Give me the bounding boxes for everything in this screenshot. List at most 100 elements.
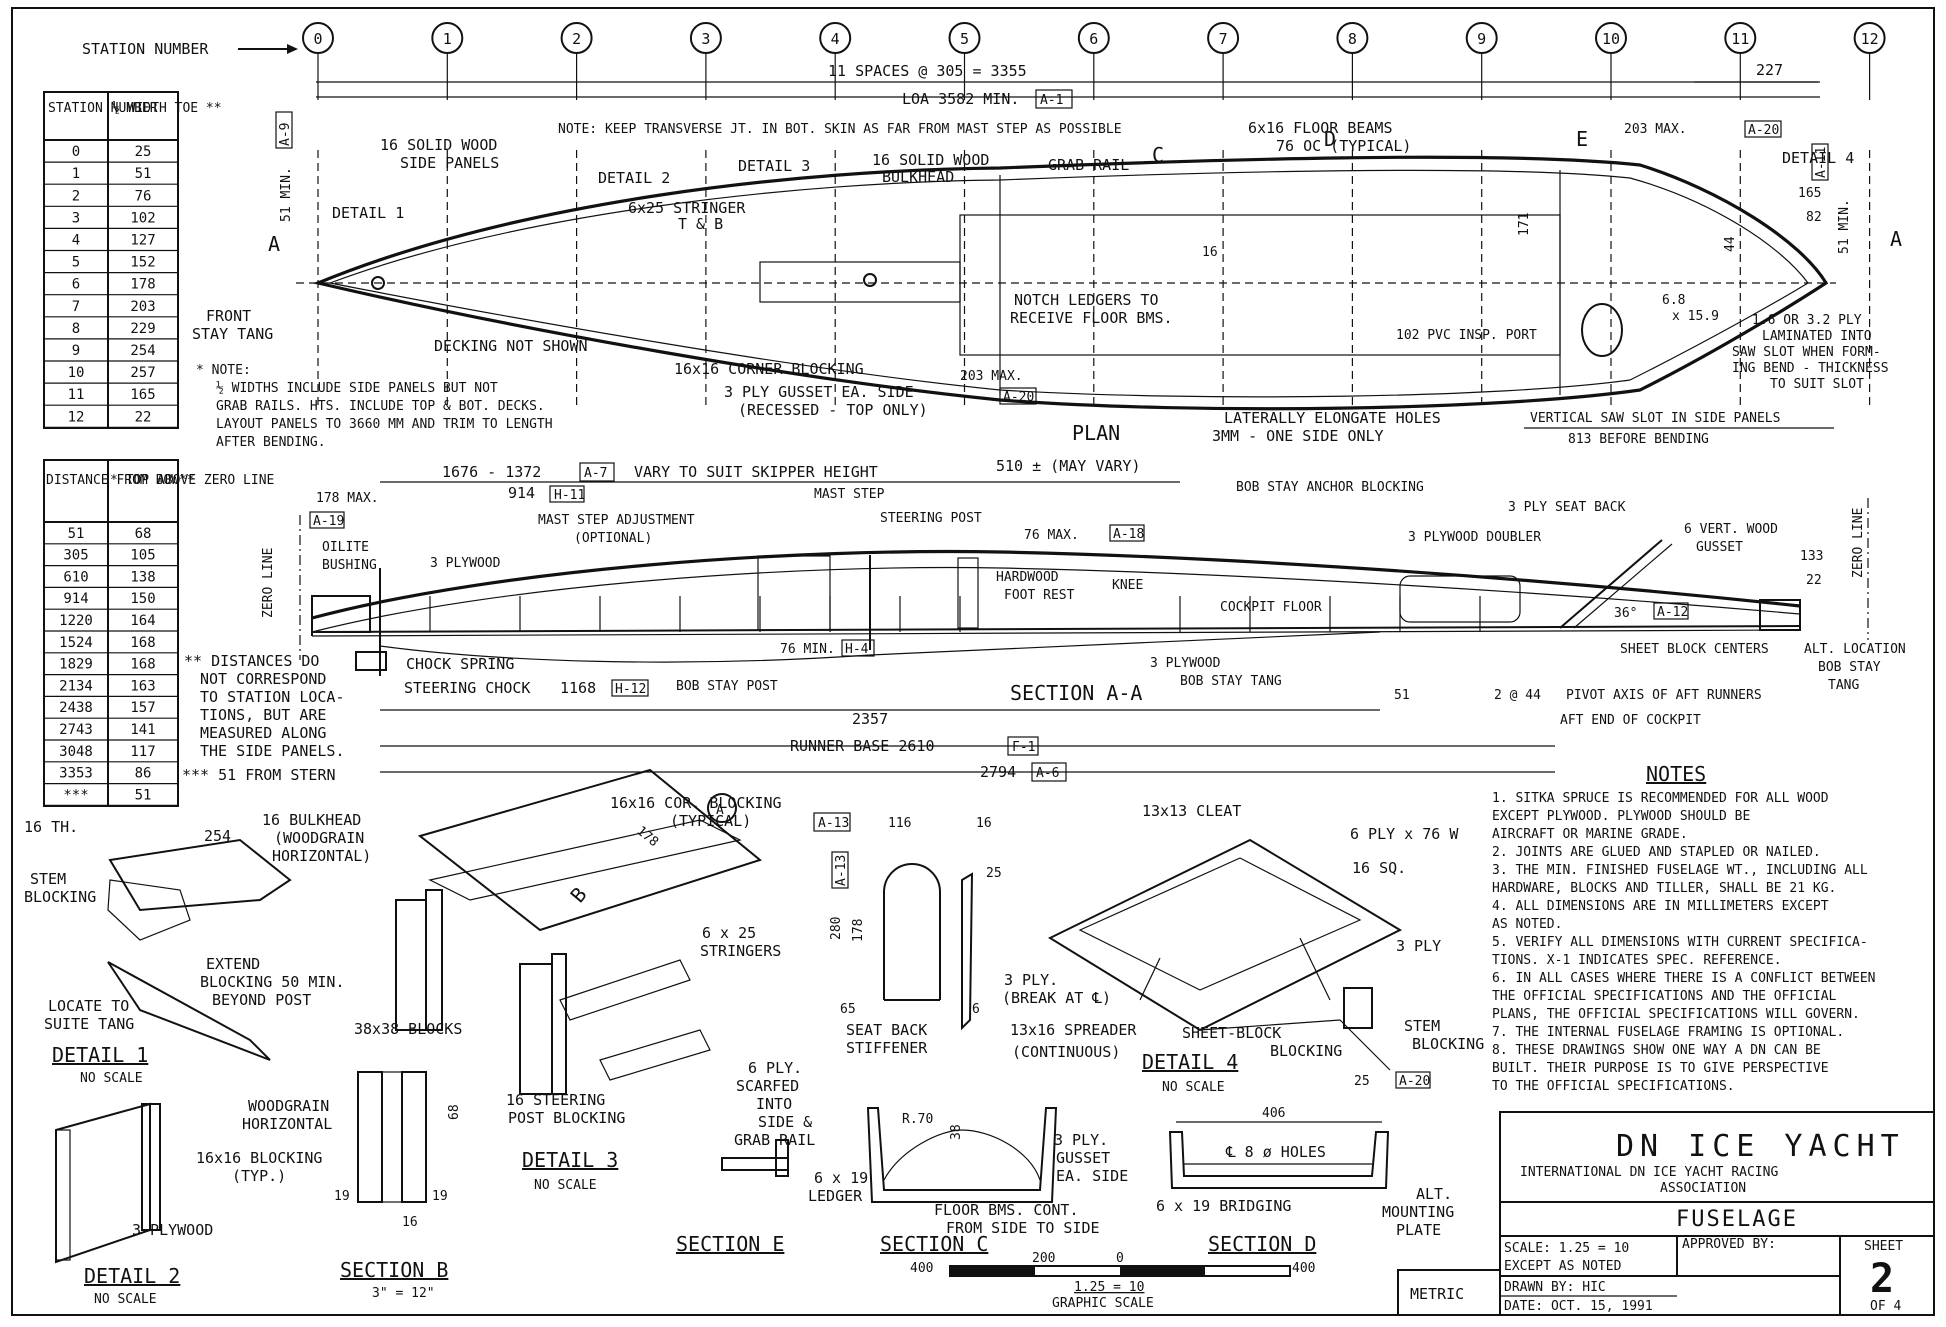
table-cell: 51 [135,787,152,803]
sbs-25: 25 [986,866,1002,881]
note-line: THE OFFICIAL SPECIFICATIONS AND THE OFFI… [1492,989,1837,1004]
table-cell: *** [63,787,88,803]
station-circle [1853,22,1886,54]
sc-gusset: 3 PLY. [1054,1131,1108,1149]
sd-alt-2: MOUNTING [1382,1203,1454,1221]
detail2-title: DETAIL 2 [84,1264,180,1288]
tb-sheet-num: 2 [1870,1256,1894,1302]
detail1-callout: DETAIL 1 [332,204,404,222]
detail4-sub: NO SCALE [1162,1080,1225,1095]
sbs-116: 116 [888,816,911,831]
aa-top-dim: 1676 - 1372 [442,463,541,481]
tb-sheet-of: OF 4 [1870,1299,1901,1314]
d4-spreader-2: (CONTINUOUS) [1012,1043,1120,1061]
table-cell: 102 [130,210,155,226]
sd-25: 25 [1354,1074,1370,1089]
sbs-16: 16 [976,816,992,831]
table-cell: 6 [72,277,80,293]
aa-cockpit: COCKPIT FLOOR [1220,600,1322,615]
note-line: 2. JOINTS ARE GLUED AND STAPLED OR NAILE… [1492,845,1821,860]
d4-sheet-block: SHEET-BLOCK [1182,1024,1281,1042]
detail4-title: DETAIL 4 [1142,1050,1238,1074]
graphic-scale: 400 200 0 400 1.25 = 10 GRAPHIC SCALE [910,1251,1315,1311]
aa-2at44: 2 @ 44 [1494,688,1541,703]
detail3-callout: DETAIL 3 [738,157,810,175]
station-circle [689,22,722,54]
sc-r70: R.70 [902,1112,933,1127]
tb-subject: FUSELAGE [1676,1207,1798,1232]
holes-label-2: 3MM - ONE SIDE ONLY [1212,427,1384,445]
aa-chock-spring: CHOCK SPRING [406,655,514,673]
section-c: R.70 38 3 PLY. GUSSET EA. SIDE 6 x 19 LE… [808,1107,1128,1256]
d3-b: B [565,883,591,908]
min51-left: 51 MIN. [279,167,294,222]
note-line: AIRCRAFT OR MARINE GRADE. [1492,827,1688,842]
tb-scale: SCALE: 1.25 = 10 [1504,1241,1629,1256]
d1-extend-3: BEYOND POST [212,991,311,1009]
plan-hull [296,54,1871,411]
aa-ref-a18: A-18 [1113,527,1144,542]
tb-title: DN ICE YACHT [1616,1129,1905,1164]
note-line: EXCEPT PLYWOOD. PLYWOOD SHOULD BE [1492,809,1750,824]
station-number: 6 [1089,30,1098,48]
table-cell: 68 [135,526,152,542]
table-cell: 4 [72,233,80,249]
table1-note: * NOTE: ½ WIDTHS INCLUDE SIDE PANELS BUT… [196,363,553,450]
station-number: 8 [1348,30,1357,48]
aa-doubler: 3 PLYWOOD DOUBLER [1408,530,1541,545]
table-cell: 610 [63,569,88,585]
detail1-title: DETAIL 1 [52,1043,148,1067]
table-cell: 168 [130,635,155,651]
section-aa-title: SECTION A-A [1010,681,1142,705]
aa-vary: VARY TO SUIT SKIPPER HEIGHT [634,463,878,481]
dim-16: 16 [1202,245,1218,260]
table-cell: 2 [72,188,80,204]
gusset-label-2: (RECESSED - TOP ONLY) [738,401,928,419]
table2-header-distance: DISTANCE FROM BOW** [46,473,195,488]
corner-blocking-label: 16x16 CORNER BLOCKING [674,360,864,378]
aa-min76: 76 MIN. [780,642,835,657]
table-cell: 10 [68,365,85,381]
table2-header-top: * TOP ABOVE ZERO LINE [110,473,274,488]
station-circle [431,22,464,54]
table-cell: 178 [130,277,155,293]
d3-steering: 16 STEERING [506,1091,605,1109]
aa-ref-a7: A-7 [584,466,607,481]
sbs-178: 178 [851,919,866,942]
station-number: 3 [701,30,710,48]
aa-knee: KNEE [1112,578,1143,593]
aa-steering-post: STEERING POST [880,511,982,526]
floor-beams-label: 6x16 FLOOR BEAMS [1248,119,1393,137]
d1-254: 254 [204,827,231,845]
table-cell: 254 [130,343,155,359]
table-cell: 3048 [59,744,93,760]
d1-stem: STEM [30,870,66,888]
aa-mast-adj: MAST STEP ADJUSTMENT [538,513,695,528]
section-e-title: SECTION E [676,1232,784,1256]
aa-bob-stay-tang: BOB STAY TANG [1180,674,1282,689]
d4-ply3b: 3 PLY. [1004,971,1058,989]
table1-header-width: ½ WIDTH TOE ** [112,101,222,116]
aa-steering-chock: STEERING CHOCK [404,679,530,697]
table1-note-4: AFTER BENDING. [216,435,326,450]
title-block: DN ICE YACHT INTERNATIONAL DN ICE YACHT … [1397,1111,1935,1316]
note-line: 6. IN ALL CASES WHERE THERE IS A CONFLIC… [1492,971,1876,986]
d3-178: 178 [633,824,661,851]
table-cell: 0 [72,144,80,160]
aa-max178: 178 MAX. [316,491,379,506]
section-b-sub: 3" = 12" [372,1286,435,1301]
aa-2357: 2357 [852,710,888,728]
sbs-ref-a13b: A-13 [834,855,849,886]
table-cell: 914 [63,591,88,607]
station-circle [1336,22,1369,54]
notch-label: NOTCH LEDGERS TO [1014,291,1159,309]
sc-ledger: 6 x 19 [814,1169,868,1187]
insp-port-label: 102 PVC INSP. PORT [1396,328,1537,343]
dim-82: 82 [1806,210,1822,225]
table-cell: 168 [130,657,155,673]
aa-aft-end: AFT END OF COCKPIT [1560,713,1701,728]
tb-org2: ASSOCIATION [1660,1181,1746,1196]
dim-6-8: 6.8 [1662,293,1685,308]
aa-ref-a12: A-12 [1657,605,1688,620]
detail3-sub: NO SCALE [534,1178,597,1193]
